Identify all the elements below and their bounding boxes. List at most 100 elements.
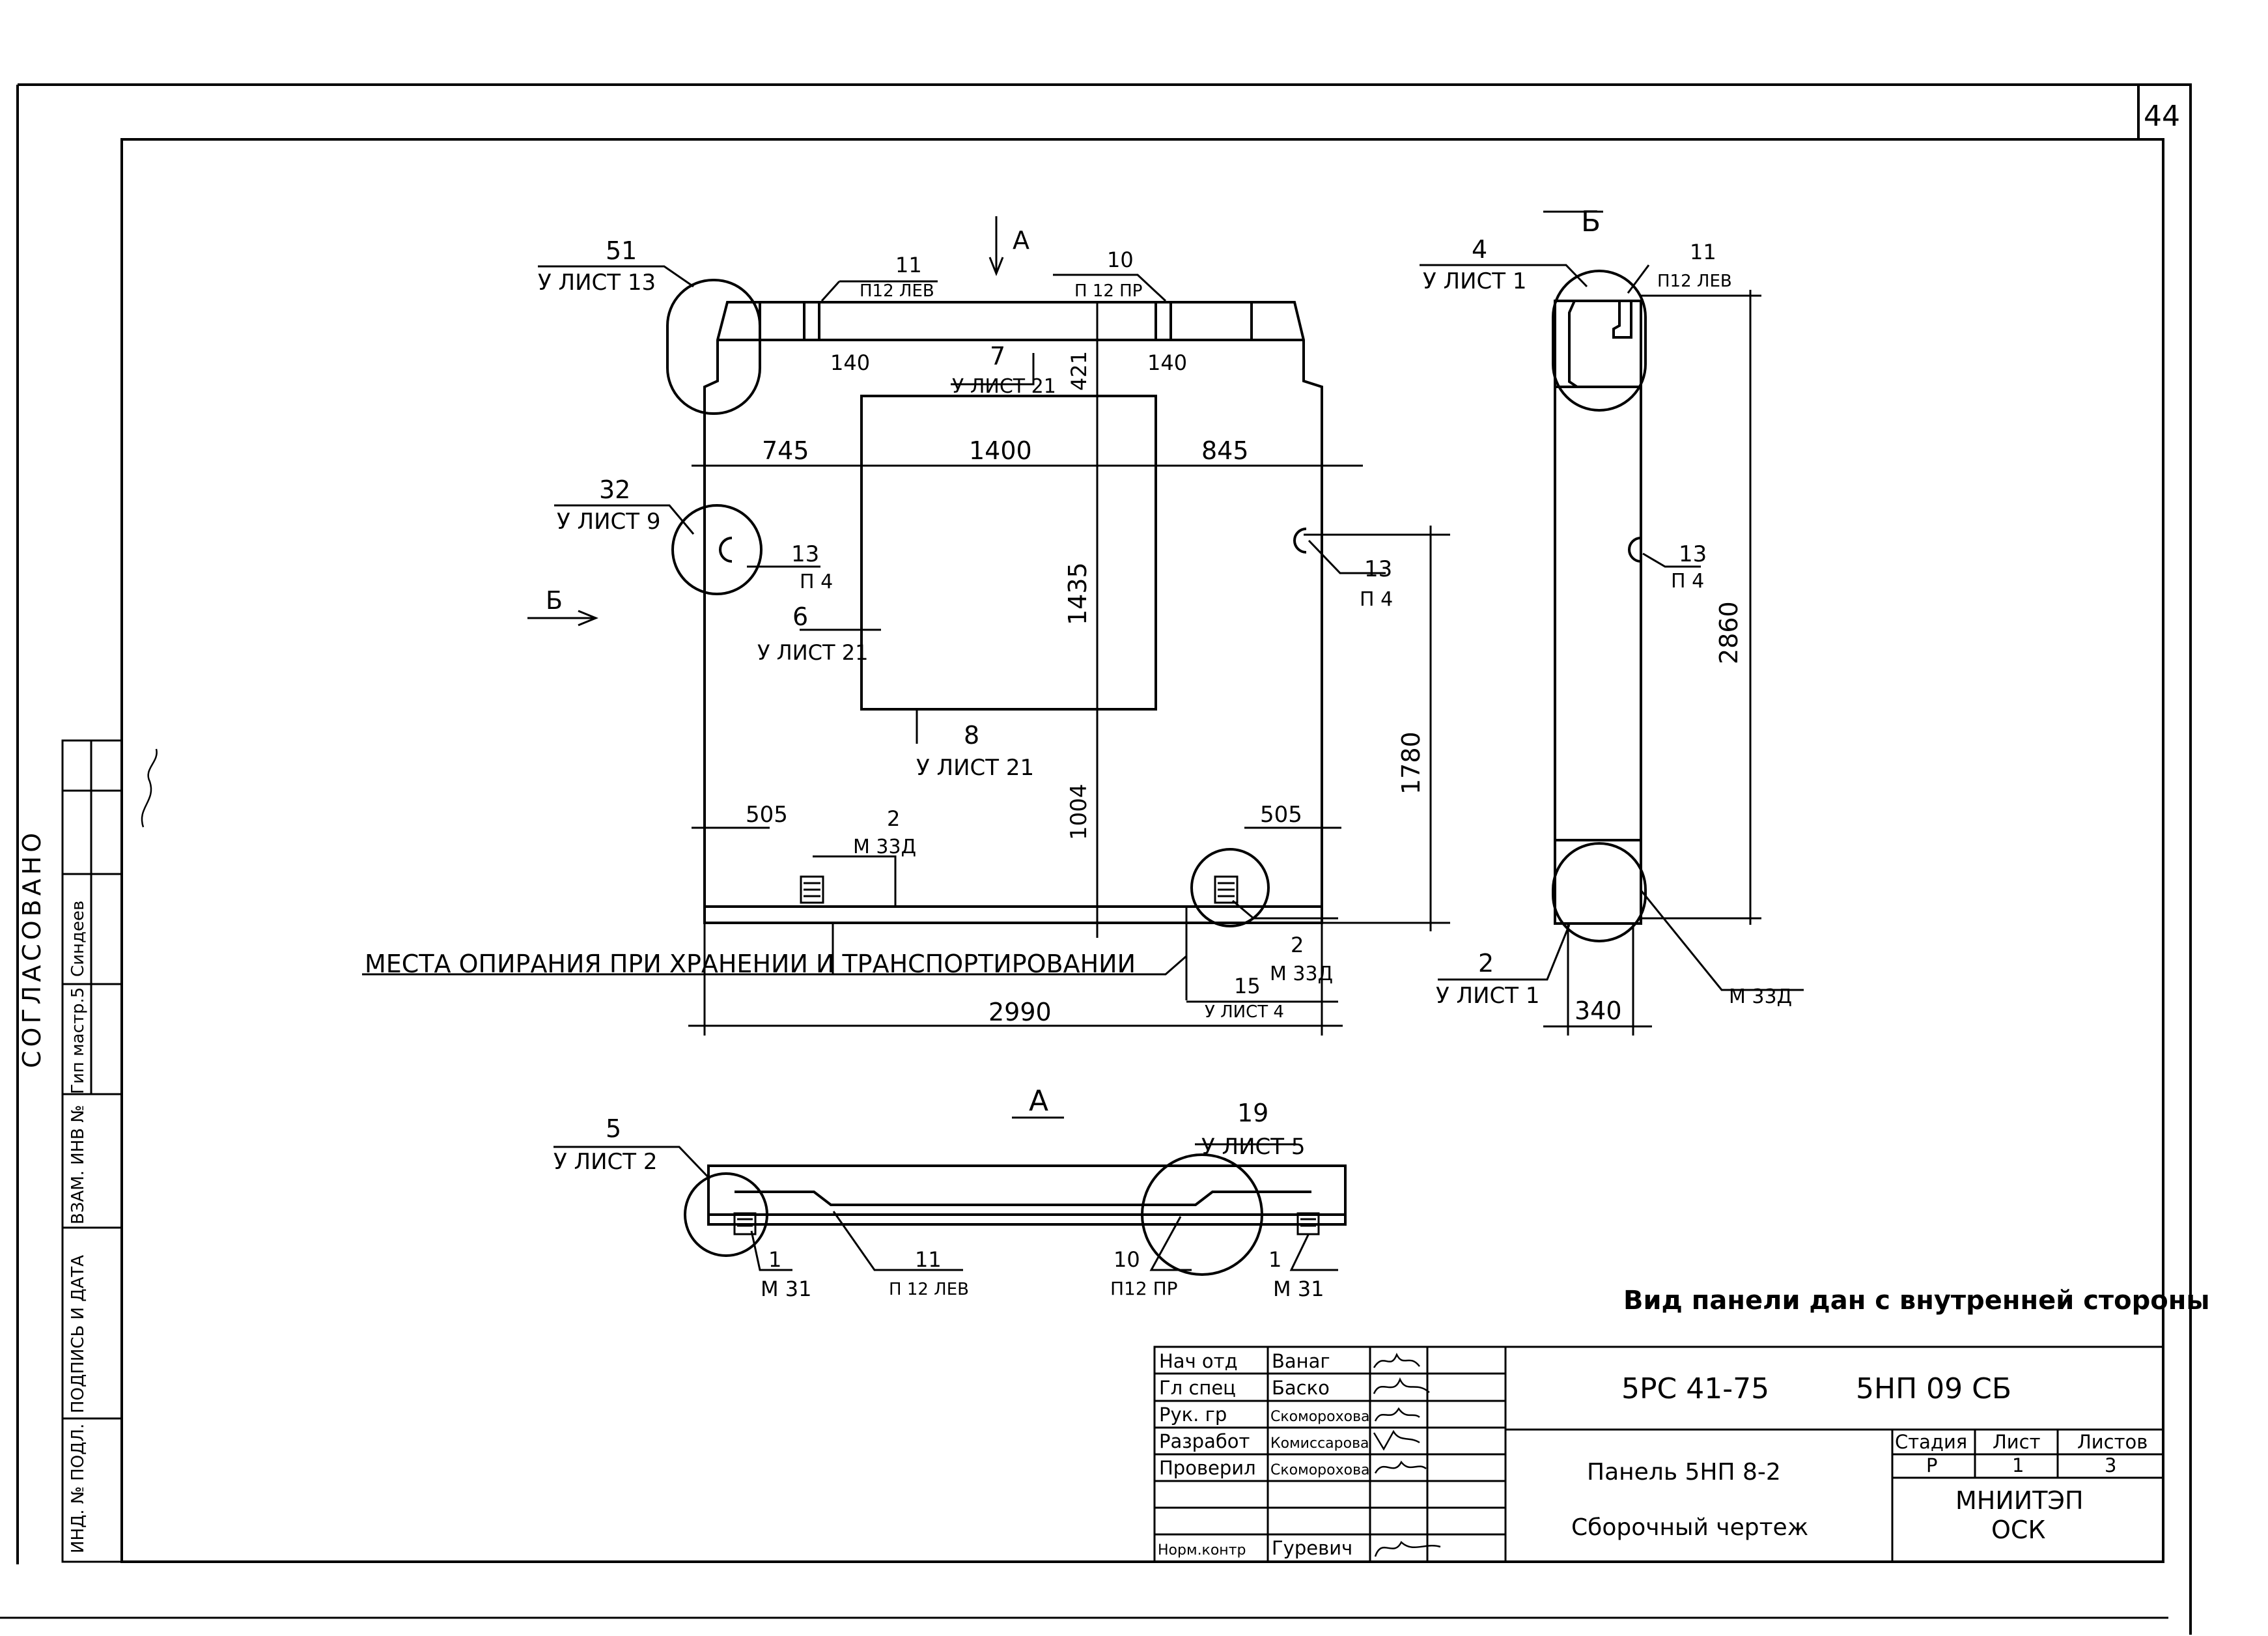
- side-label-13-ref: П 4: [1671, 570, 1704, 593]
- arrow-b-line: [527, 610, 598, 627]
- plan-leaders: [553, 210, 1603, 1271]
- name-2: Баско: [1272, 1377, 1330, 1399]
- name-4: Комиссарова: [1270, 1435, 1369, 1452]
- name-5: Скоморохова: [1270, 1462, 1370, 1478]
- sheet-number: 44: [2144, 100, 2180, 133]
- side-dimension-lines: [1543, 290, 1761, 1036]
- plan-label-1-right-ref: М 31: [1273, 1276, 1324, 1301]
- callout-15-circle: [1190, 848, 1270, 927]
- side-view-title: Б: [1581, 205, 1601, 238]
- front-view-labels: 51 У ЛИСТ 13 11 П12 ЛЕВ 10 П 12 ПР А 140…: [365, 226, 1425, 1026]
- side-label-2-ref: У ЛИСТ 1: [1436, 983, 1539, 1009]
- role-4: Разработ: [1159, 1430, 1250, 1452]
- label-15-ref: У ЛИСТ 4: [1205, 1002, 1284, 1022]
- name-3: Скоморохова: [1270, 1409, 1370, 1425]
- sheets-header: Листов: [2077, 1431, 2148, 1453]
- side-leaders: [1420, 264, 1804, 991]
- label-11-ref: П12 ЛЕВ: [860, 281, 934, 301]
- sheet-value: 1: [2012, 1454, 2024, 1476]
- stamp-row-2: Синдеев: [68, 901, 88, 977]
- side-stamp-text: СОГЛАСОВАНО Гип мастр.5 Синдеев ИНД. № П…: [18, 829, 88, 1553]
- name-7: Гуревич: [1272, 1537, 1352, 1559]
- doc-type: Сборочный чертеж: [1571, 1514, 1808, 1541]
- title-block-grid: [1153, 1346, 2164, 1563]
- label-2-left: 2: [887, 806, 900, 831]
- support-note: МЕСТА ОПИРАНИЯ ПРИ ХРАНЕНИИ И ТРАНСПОРТИ…: [365, 950, 1136, 978]
- label-6-ref: У ЛИСТ 21: [757, 640, 868, 665]
- plan-label-10: 10: [1113, 1247, 1140, 1272]
- label-7: 7: [990, 342, 1005, 371]
- callout-5-circle: [684, 1172, 768, 1257]
- label-13-right: 13: [1364, 556, 1392, 582]
- dim-1400: 1400: [969, 436, 1032, 465]
- label-2-right: 2: [1291, 933, 1304, 957]
- label-10: 10: [1107, 247, 1134, 272]
- arrow-a-label: А: [1013, 226, 1029, 255]
- inner-frame: [120, 138, 2164, 1563]
- label-7-ref: У ЛИСТ 21: [952, 375, 1056, 398]
- role-3: Рук. гр: [1159, 1403, 1227, 1426]
- label-8: 8: [964, 721, 979, 750]
- label-2-left-ref: М 33Д: [853, 836, 916, 858]
- outer-frame: [16, 83, 2192, 1635]
- arrow-b-label: Б: [546, 586, 563, 615]
- dim-845: 845: [1201, 436, 1249, 465]
- role-2: Гл спец: [1159, 1377, 1236, 1399]
- side-label-m33d: М 33Д: [1729, 985, 1792, 1008]
- dim-1004: 1004: [1066, 783, 1092, 840]
- role-5: Проверил: [1159, 1457, 1256, 1479]
- plan-label-1-left: 1: [768, 1247, 781, 1272]
- plan-label-1-left-ref: М 31: [761, 1276, 812, 1301]
- side-label-11: 11: [1690, 240, 1716, 264]
- arrow-a-line: [988, 220, 1004, 277]
- view-note: Вид панели дан с внутренней стороны: [1623, 1286, 2210, 1316]
- plan-label-19-ref: У ЛИСТ 5: [1201, 1134, 1305, 1160]
- callout-51-oval: [666, 279, 761, 415]
- embedded-plates: [800, 875, 1239, 904]
- code-series: 5РС 41-75: [1621, 1372, 1769, 1405]
- sheet-header: Лист: [1993, 1431, 2041, 1453]
- plan-label-5: 5: [606, 1114, 621, 1143]
- stage-header: Стадия: [1895, 1431, 1967, 1453]
- side-panel-outline: [1554, 300, 1642, 925]
- plan-view-title: А: [1029, 1084, 1048, 1118]
- stamp-title: СОГЛАСОВАНО: [18, 829, 46, 1068]
- plan-label-5-ref: У ЛИСТ 2: [553, 1149, 657, 1175]
- label-13-left: 13: [791, 541, 819, 567]
- label-51: 51: [606, 236, 637, 265]
- label-8-ref: У ЛИСТ 21: [916, 755, 1034, 781]
- plan-label-1-right: 1: [1268, 1247, 1281, 1272]
- label-10-ref: П 12 ПР: [1074, 281, 1142, 301]
- plan-label-19: 19: [1237, 1099, 1268, 1127]
- label-51-ref: У ЛИСТ 13: [538, 270, 656, 296]
- plan-panel-outline: [707, 1164, 1347, 1226]
- dim-505-left: 505: [746, 802, 788, 828]
- window-opening: [860, 395, 1157, 711]
- front-leaders: [362, 216, 1386, 1003]
- stamp-col-2: ПОДПИСЬ И ДАТА: [68, 1255, 88, 1413]
- dim-1435: 1435: [1063, 562, 1092, 625]
- stage-value: Р: [1926, 1454, 1938, 1476]
- label-32: 32: [599, 475, 630, 504]
- side-view-labels: Б 4 У ЛИСТ 1 11 П12 ЛЕВ 13 П 4 2860 2 У …: [1423, 205, 1792, 1025]
- label-15: 15: [1234, 974, 1261, 998]
- org-line-1: МНИИТЭП: [1955, 1486, 2084, 1515]
- dim-140-right: 140: [1147, 350, 1187, 375]
- side-top-oval: [1552, 270, 1647, 412]
- side-hook: [1628, 537, 1642, 563]
- hook-left: [719, 537, 733, 563]
- plan-view-labels: А 5 У ЛИСТ 2 19 У ЛИСТ 5 1 М 31 11 П 12 …: [553, 1084, 1324, 1301]
- code-mark: 5НП 09 СБ: [1856, 1372, 2011, 1405]
- side-dim-2860: 2860: [1715, 601, 1743, 664]
- role-1: Нач отд: [1159, 1350, 1238, 1372]
- role-7: Норм.контр: [1158, 1542, 1246, 1558]
- title-block-text: Нач отд Гл спец Рук. гр Разработ Провери…: [1158, 1350, 2148, 1559]
- front-dimension-lines: [688, 302, 1450, 1036]
- plan-label-11: 11: [915, 1247, 942, 1272]
- plan-plates: [733, 1212, 1320, 1235]
- sheets-value: 3: [2105, 1454, 2116, 1476]
- side-label-13: 13: [1679, 541, 1707, 567]
- stamp-row-1: Гип мастр.5: [68, 987, 88, 1094]
- plan-label-11-ref: П 12 ЛЕВ: [889, 1280, 969, 1299]
